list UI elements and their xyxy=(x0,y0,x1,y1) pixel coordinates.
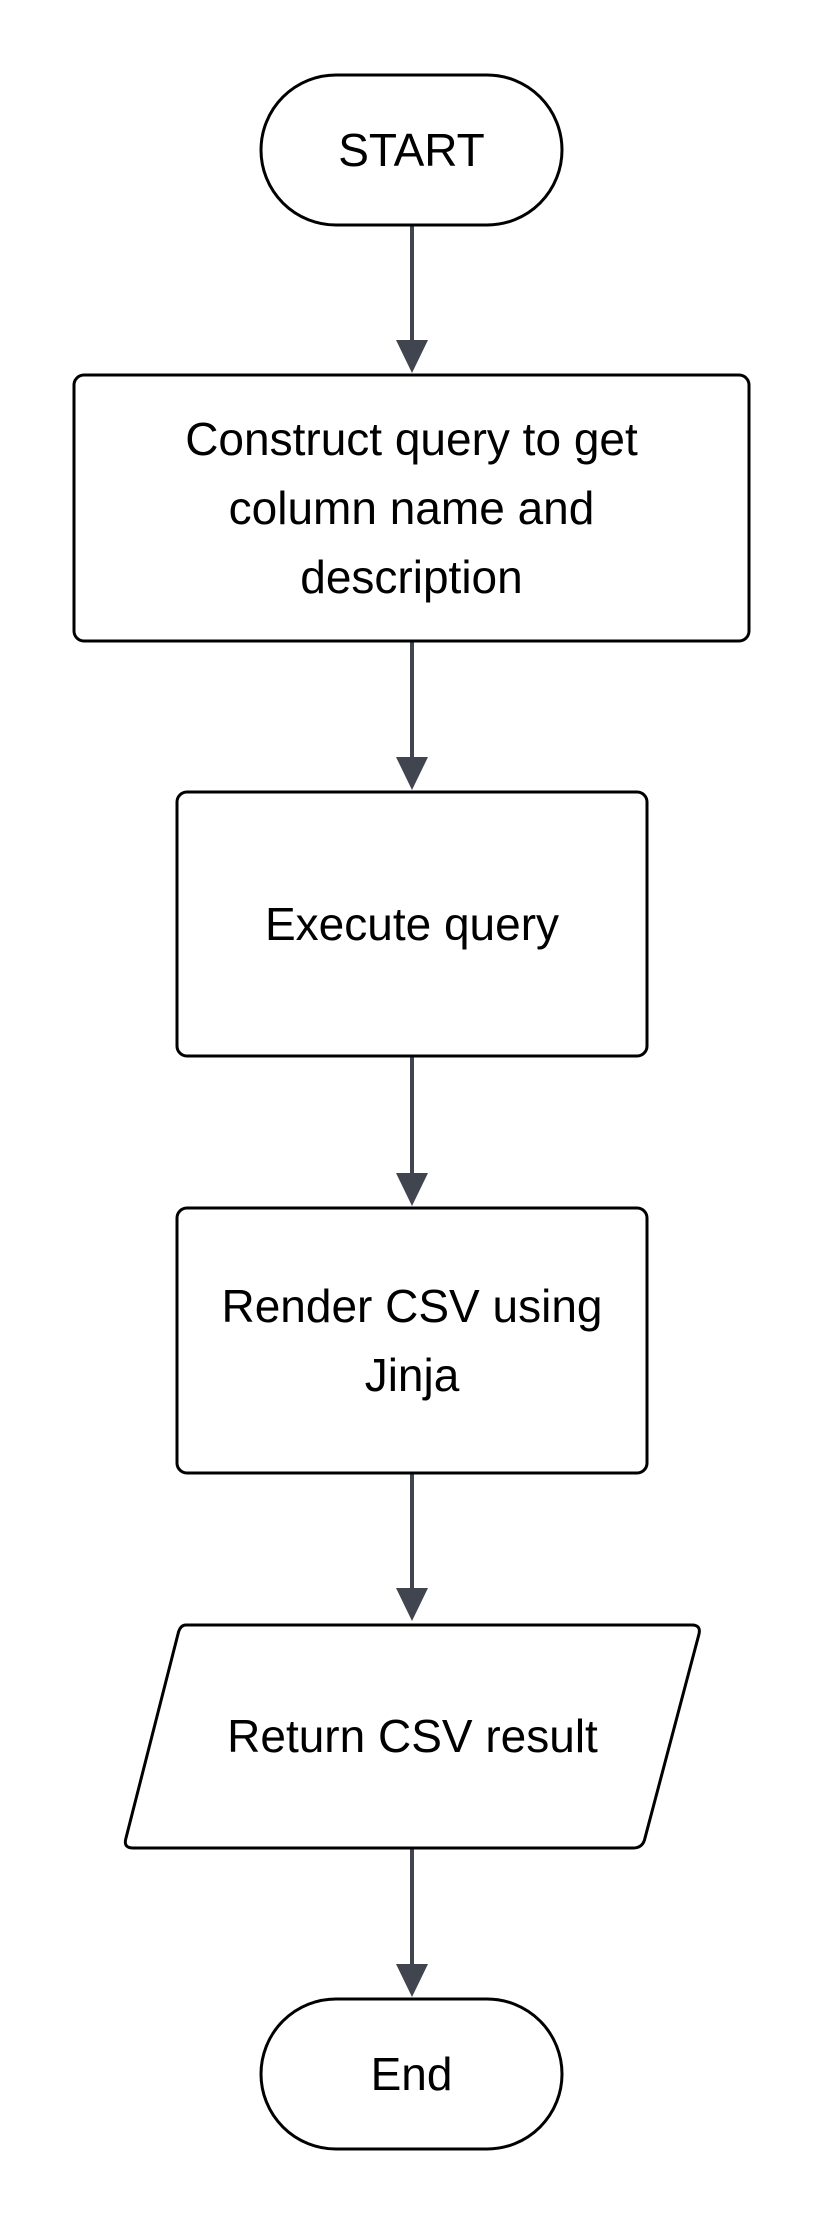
edge-execute-render xyxy=(396,1057,428,1206)
execute-query-label: Execute query xyxy=(264,897,560,950)
return-csv-label: Return CSV result xyxy=(227,1710,598,1762)
return-csv-node xyxy=(123,1623,701,1850)
edge-construct-execute xyxy=(396,642,428,790)
end-node xyxy=(259,1997,564,2151)
render-csv-node xyxy=(175,1206,649,1475)
construct-query-node xyxy=(72,373,751,643)
edge-start-construct xyxy=(396,226,428,373)
construct-query-label: Construct query to get column name and d… xyxy=(185,412,638,603)
execute-query-node xyxy=(175,790,649,1058)
edge-render-return xyxy=(396,1474,428,1621)
start-node xyxy=(259,73,564,227)
end-label: End xyxy=(370,2047,453,2100)
render-csv-label: Render CSV using Jinja xyxy=(221,1279,603,1401)
edge-return-end xyxy=(396,1849,428,1997)
start-label: START xyxy=(338,123,485,176)
